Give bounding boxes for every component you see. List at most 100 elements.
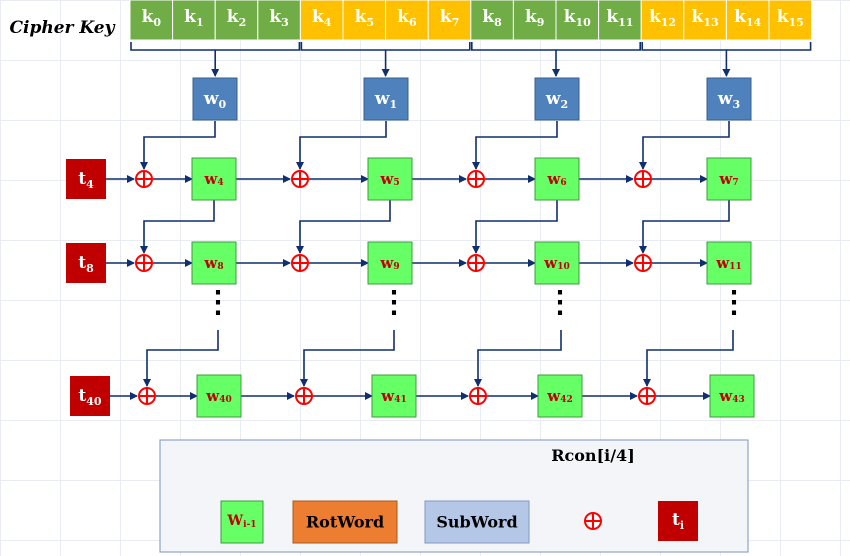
key-byte-15: k15 [768, 0, 813, 41]
subword-label: SubWord [436, 513, 517, 532]
legend-xor-operator [584, 512, 602, 530]
xor-operator [291, 170, 309, 188]
key-byte-11: k11 [598, 0, 642, 41]
key-byte-13: k13 [683, 0, 727, 41]
word-w4: w4 [191, 157, 237, 201]
key-byte-9: k9 [512, 0, 557, 41]
word-label: w11 [715, 254, 741, 272]
xor-operator [135, 254, 153, 272]
t-box-40: t40 [70, 376, 110, 416]
word-w9: w9 [367, 241, 413, 285]
word-w7: w7 [706, 157, 752, 201]
xor-operator [469, 387, 487, 405]
key-byte-0: k0 [129, 0, 174, 41]
key-byte-3: k3 [257, 0, 301, 41]
word-w41: w41 [371, 374, 417, 418]
ellipsis: ⋮ [379, 285, 409, 320]
key-byte-label: k7 [440, 7, 459, 28]
word-label: w4 [203, 170, 223, 188]
ellipsis: ⋮ [545, 285, 575, 320]
key-byte-label: k12 [649, 7, 676, 28]
key-byte-label: k15 [777, 7, 804, 28]
t-label: t40 [78, 386, 102, 407]
key-byte-12: k12 [640, 0, 685, 41]
word-w3: w3 [706, 77, 752, 121]
key-group-bracket [300, 42, 471, 51]
key-group-bracket [470, 42, 642, 51]
key-byte-label: k14 [734, 7, 761, 28]
t-box-4: t4 [66, 159, 106, 199]
legend-output-label: ti [672, 510, 684, 531]
word-label: w8 [203, 254, 223, 272]
key-byte-8: k8 [470, 0, 514, 41]
word-label: w7 [718, 170, 738, 188]
feed-arrow [639, 199, 730, 254]
xor-operator [291, 254, 309, 272]
legend-input-word: Wi-1 [220, 500, 264, 544]
cipher-key-title: Cipher Key [9, 18, 115, 38]
key-byte-label: k9 [525, 7, 544, 28]
xor-operator [135, 170, 153, 188]
key-group-bracket [641, 42, 812, 51]
ellipsis: ⋮ [203, 285, 233, 320]
key-byte-label: k2 [227, 7, 246, 28]
word-label: w40 [205, 387, 231, 405]
t-label: t8 [78, 253, 94, 274]
feed-arrow [143, 330, 219, 387]
feed-arrow [639, 121, 730, 170]
diagram-shapes: k0 k1 k2 k3 k4 k5 k6 k7 k8 k9 k10 k11 k12 k13 k14 k15 w0… [66, 0, 813, 553]
word-label: w9 [379, 254, 399, 272]
xor-operator [634, 254, 652, 272]
word-label: w0 [203, 89, 227, 110]
key-byte-2: k2 [214, 0, 259, 41]
key-byte-label: k5 [355, 7, 374, 28]
feed-arrow [472, 199, 558, 254]
word-label: w43 [718, 387, 744, 405]
feed-arrow [140, 199, 215, 254]
key-byte-14: k14 [725, 0, 770, 41]
subword-box: SubWord [424, 500, 530, 544]
key-byte-6: k6 [385, 0, 429, 41]
word-w1: w1 [363, 77, 409, 121]
word-w5: w5 [367, 157, 413, 201]
key-byte-label: k0 [142, 7, 162, 28]
xor-operator [638, 387, 656, 405]
word-w2: w2 [534, 77, 580, 121]
word-w8: w8 [191, 241, 237, 285]
feed-arrow [472, 121, 558, 170]
feed-arrow [300, 330, 395, 387]
key-byte-label: k13 [692, 7, 719, 28]
word-label: w3 [717, 89, 740, 110]
key-byte-label: k4 [312, 7, 332, 28]
ellipsis: ⋮ [719, 285, 749, 320]
word-w10: w10 [534, 241, 580, 285]
key-byte-label: k8 [482, 7, 502, 28]
word-w42: w42 [537, 374, 583, 418]
word-w40: w40 [196, 374, 242, 418]
word-w0: w0 [192, 77, 238, 121]
legend-output-t: ti [658, 501, 698, 541]
key-byte-10: k10 [555, 0, 600, 41]
key-byte-label: k1 [184, 7, 203, 28]
word-label: w6 [546, 170, 566, 188]
rcon-label: Rcon[i/4] [551, 446, 635, 465]
key-byte-label: k10 [564, 7, 591, 28]
key-byte-5: k5 [342, 0, 387, 41]
feed-arrow [474, 330, 562, 387]
word-label: w2 [545, 89, 568, 110]
xor-operator [634, 170, 652, 188]
xor-operator [295, 387, 313, 405]
key-byte-4: k4 [299, 0, 344, 41]
feed-arrow [296, 199, 391, 254]
feed-arrow [296, 121, 387, 170]
xor-operator [138, 387, 156, 405]
feed-arrow [140, 121, 216, 170]
word-w6: w6 [534, 157, 580, 201]
word-label: w42 [546, 387, 572, 405]
legend-input-label: Wi-1 [226, 513, 256, 530]
word-label: w41 [380, 387, 406, 405]
word-w11: w11 [706, 241, 752, 285]
xor-operator [467, 170, 485, 188]
t-label: t4 [78, 169, 94, 190]
